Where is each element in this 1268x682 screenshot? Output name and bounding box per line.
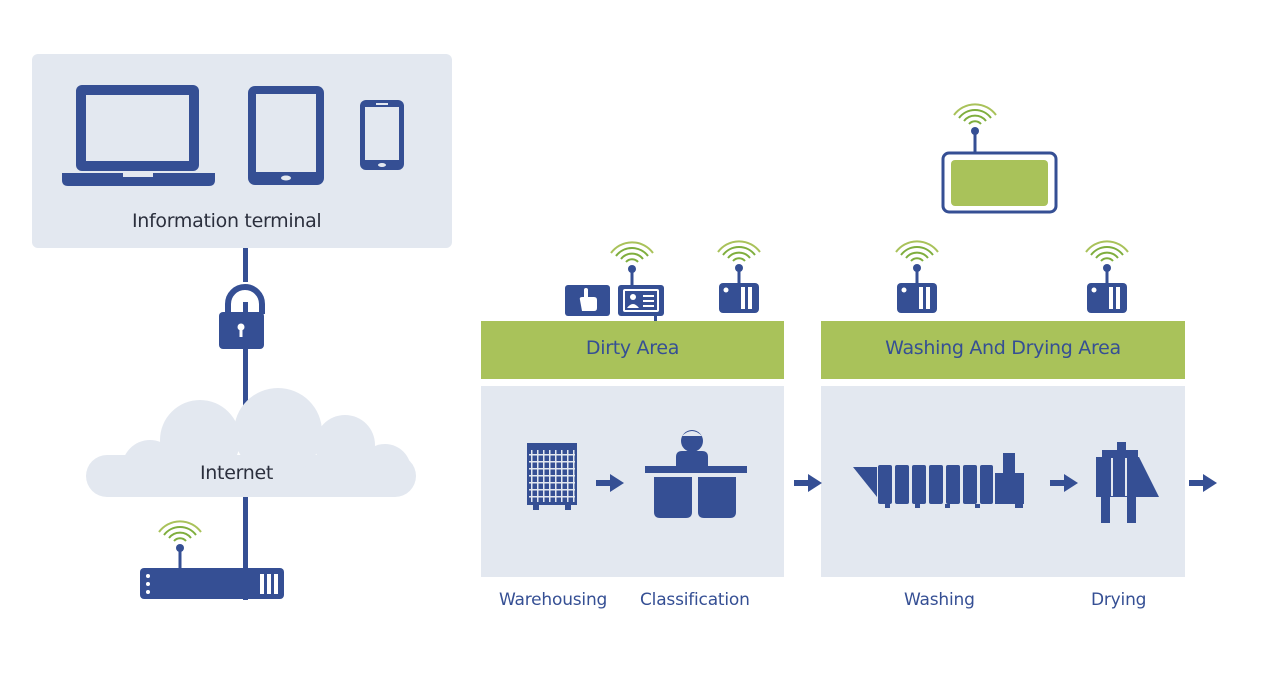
lock-icon [219, 282, 265, 349]
tunnel-washer-icon [853, 453, 1024, 508]
tablet-icon [248, 86, 324, 185]
laptop-icon [62, 85, 215, 186]
internet-label: Internet [200, 462, 274, 484]
classification-label: Classification [640, 590, 750, 610]
rfid-reader-icon [1086, 241, 1128, 313]
arrow-right-icon [794, 474, 822, 492]
washing-drying-area-bar [821, 321, 1185, 379]
rack-icon [527, 443, 577, 510]
dryer-icon [1096, 442, 1159, 523]
router-icon [140, 520, 284, 599]
display-screen-icon [941, 103, 1058, 214]
warehousing-label: Warehousing [499, 590, 608, 610]
drying-label: Drying [1091, 590, 1147, 610]
arrow-right-icon [1189, 474, 1217, 492]
washing-label: Washing [904, 590, 975, 610]
rfid-reader-icon [896, 241, 938, 313]
dirty-area-label: Dirty Area [585, 337, 680, 359]
information-terminal-label: Information terminal [132, 210, 322, 232]
washing-drying-area-label: Washing And Drying Area [885, 337, 1121, 359]
worker-table-icon [645, 430, 747, 518]
cloud-icon [86, 388, 416, 497]
id-card-reader-icon [610, 241, 664, 321]
touch-reader-icon [565, 285, 610, 316]
dirty-area-panel [481, 386, 784, 577]
dirty-area-bar [481, 321, 784, 379]
rfid-reader-icon [718, 241, 760, 313]
phone-icon [360, 100, 404, 170]
